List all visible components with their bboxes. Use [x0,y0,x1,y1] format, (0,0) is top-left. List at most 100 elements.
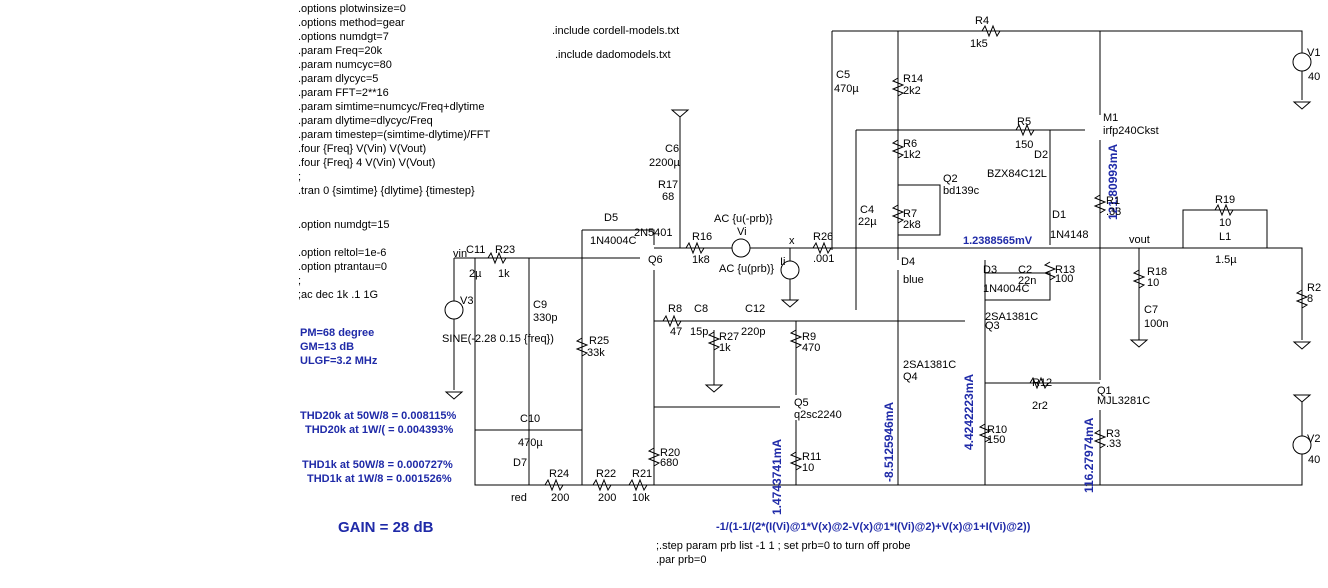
label-q2: Q2 [943,173,958,185]
label-vi: Vi [737,226,747,238]
directive-line: .param dlycyc=5 [298,73,379,85]
label-c4: C4 [860,204,875,216]
label-r27v: 1k [719,342,731,354]
label-r12: R12 [1032,377,1053,389]
resistor-symbol [1214,203,1234,217]
resistor-symbol [978,423,992,443]
thd1k-50w: THD1k at 50W/8 = 0.000727% [302,459,453,471]
resistor-symbol [1015,123,1035,137]
resistor-symbol [1132,269,1146,289]
label-r16v: 1k8 [692,254,710,266]
label-l1: L1 [1219,231,1232,243]
label-r4v: 1k5 [970,38,988,50]
label-r7: R7 [903,208,918,220]
label-q1v: MJL3281C [1097,395,1151,407]
label-c11: C11 [466,244,486,256]
source-symbol [1292,435,1312,455]
directive-line: ; [298,275,302,287]
label-c12: C12 [745,303,766,315]
label-d1: D1 [1052,209,1067,221]
current-q4: -8.5125946mA [882,401,896,482]
label-d5v: 1N4004C [590,235,637,247]
label-r19v: 10 [1219,217,1232,229]
directive-line: ;ac dec 1k .1 1G [298,289,379,301]
label-r5: R5 [1017,116,1032,128]
label-xl: x [789,235,795,247]
resistor-symbol [1093,429,1107,449]
resistor-symbol [1093,194,1107,214]
resistor-symbol [789,329,803,349]
label-ii1: AC {u(prb)} [719,263,775,275]
source-symbol [444,300,464,320]
label-q6v: 2N5401 [634,227,673,239]
label-r20: R20 [660,447,681,459]
directives-block-2: .option reltol=1e-6 .option ptrantau=0 ;… [298,246,387,302]
resistor-symbol [592,478,612,492]
label-r25: R25 [589,335,610,347]
label-r10v: 150 [987,434,1006,446]
directive-line: ; [298,171,302,183]
label-c12v: 220p [741,326,766,338]
directive-line: .tran 0 {simtime} {dlytime} {timestep} [298,185,475,197]
label-r10: R10 [987,424,1008,436]
label-r25v: 33k [587,347,605,359]
label-r14: R14 [903,73,924,85]
label-c2v: 22n [1018,275,1037,287]
directive-line: .param dlytime=dlycyc/Freq [298,115,433,127]
label-d5: D5 [604,212,619,224]
label-q1: Q1 [1097,385,1112,397]
label-r11v: 10 [802,462,815,474]
label-d3v: 1N4004C [983,283,1030,295]
directive-line: .options method=gear [298,17,405,29]
resistor-symbol [891,139,905,159]
directive-line: .options numdgt=7 [298,31,389,43]
ground-symbol [1129,339,1149,348]
resistor-symbol [544,478,564,492]
resistor-symbol [628,478,648,492]
label-c9: C9 [533,299,548,311]
label-r6: R6 [903,138,918,150]
resistor-symbol [981,24,1001,38]
label-r1: R1 [1106,195,1121,207]
label-c11v: 2µ [469,268,482,280]
directive-line: .option ptrantau=0 [298,261,387,273]
source-symbol [1292,52,1312,72]
current-q3: 4.4242223mA [962,373,976,450]
label-q6: Q6 [648,254,663,266]
label-r22: R22 [596,468,617,480]
label-r24v: 200 [551,492,570,504]
label-c4v: 22µ [858,216,877,228]
thd20k-50w: THD20k at 50W/8 = 0.008115% [300,410,457,422]
gain-label: GAIN = 28 dB [338,519,434,536]
current-q5: 1.4743741mA [770,438,784,515]
label-r19: R19 [1215,194,1236,206]
label-r18v: 10 [1147,277,1160,289]
label-v1: V1 [1307,47,1321,59]
label-r14v: 2k2 [903,85,921,97]
label-q4: Q4 [903,371,918,383]
thd20k-block: THD20k at 50W/8 = 0.008115% THD20k at 1W… [300,409,456,437]
label-c6: C6 [665,143,680,155]
label-vi1: AC {u(-prb)} [714,213,773,225]
label-l1v: 1.5µ [1215,254,1237,266]
resistor-symbol [1043,261,1057,281]
resistor-symbol [575,337,589,357]
label-d4: D4 [901,256,916,268]
resistor-symbol [789,451,803,471]
label-r7v: 2k8 [903,219,921,231]
resistor-symbol [662,314,682,328]
directive-line: .param timestep=(simtime-dlytime)/FFT [298,129,491,141]
label-r27: R27 [719,331,740,343]
label-v3: V3 [460,295,474,307]
label-d2: D2 [1034,149,1049,161]
label-r11: R11 [802,451,822,463]
label-q3v: 2SA1381C [985,311,1039,323]
stability-ulgf: ULGF=3.2 MHz [300,355,378,367]
label-d4v: blue [903,274,924,286]
resistor-symbol [812,241,832,255]
label-q2v: bd139c [943,185,980,197]
label-r13: R13 [1055,264,1076,276]
label-c5v: 470µ [834,83,859,95]
thd1k-block: THD1k at 50W/8 = 0.000727% THD1k at 1W/8… [302,458,453,486]
directive-line: .param simtime=numcyc/Freq+dlytime [298,101,485,113]
